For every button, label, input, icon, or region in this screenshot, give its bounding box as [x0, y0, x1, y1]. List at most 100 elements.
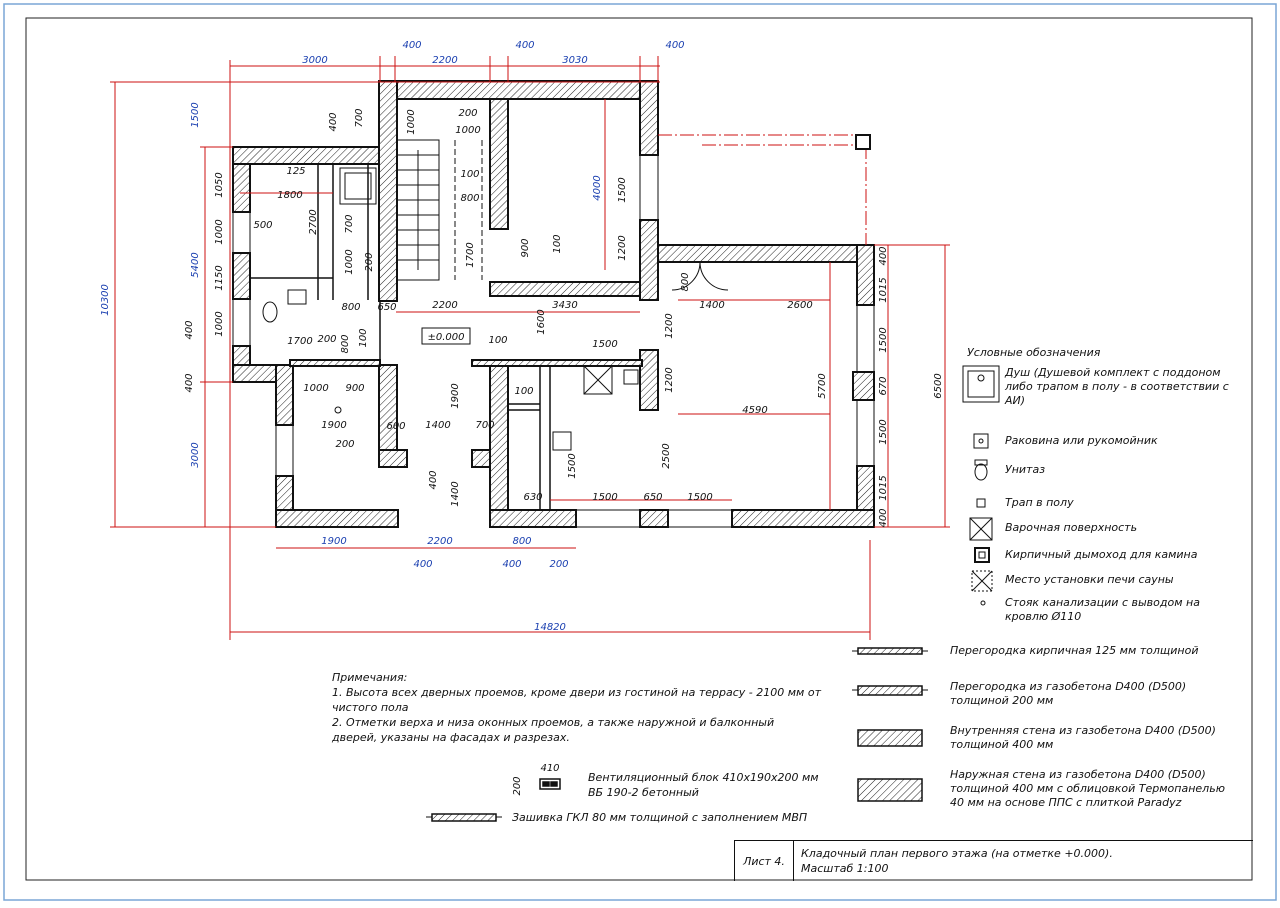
sauna-stove-icon: [971, 570, 993, 592]
sink-icon: [973, 433, 989, 449]
dim-left-2: 3000: [190, 442, 201, 467]
wall-type-internal-400: Внутренняя стена из газобетона D400 (D50…: [950, 724, 1216, 751]
dim-inner-4: 1000: [455, 125, 480, 136]
dim-left-6: 1150: [214, 265, 225, 290]
dim-bottom-6: 14820: [534, 622, 566, 633]
dim-right-4: 1500: [878, 419, 889, 444]
dim-inner-39: 1900: [450, 383, 461, 408]
dim-inner-44: 650: [643, 492, 662, 503]
shower-icon: [962, 365, 1000, 403]
inner-frame: [25, 17, 1253, 881]
note-1: 1. Высота всех дверных проемов, кроме дв…: [332, 686, 821, 714]
dim-inner-34: 1900: [321, 420, 346, 431]
terrace-post: [855, 134, 871, 150]
dim-inner-6: 800: [460, 193, 479, 204]
dim-inner-26: 200: [317, 334, 336, 345]
level-mark: ±0.000: [427, 332, 464, 343]
dim-top-5: 400: [665, 40, 684, 51]
legend-chimney: Кирпичный дымоход для камина: [1005, 548, 1198, 561]
dim-inner-11: 700: [344, 214, 355, 233]
dim-inner-50: 800: [680, 272, 691, 291]
dim-inner-45: 1500: [687, 492, 712, 503]
dim-inner-36: 1400: [425, 420, 450, 431]
dim-right-5: 1015: [878, 475, 889, 500]
dim-inner-23: 3430: [552, 300, 577, 311]
note-2: 2. Отметки верха и низа оконных проемов,…: [332, 716, 775, 744]
dim-inner-52: 1200: [664, 367, 675, 392]
outer-frame: [3, 3, 1277, 901]
wall-type-external-400: Наружная стена из газобетона D400 (D500)…: [950, 768, 1225, 809]
dim-inner-35: 600: [386, 421, 405, 432]
dim-bottom-3: 400: [413, 559, 432, 570]
dim-inner-47: 1500: [567, 453, 578, 478]
dim-inner-38: 200: [335, 439, 354, 450]
terrace-outline: [658, 134, 867, 245]
dim-bottom-0: 1900: [321, 536, 346, 547]
sheet-scale: Масштаб 1:100: [801, 862, 889, 875]
dimension-lines: [110, 56, 950, 640]
wall-swatches: [426, 647, 928, 822]
sheet-title: Кладочный план первого этажа (на отметке…: [801, 847, 1113, 860]
dim-inner-25: 1700: [287, 336, 312, 347]
legend-toilet: Унитаз: [1005, 463, 1046, 476]
dim-top-3: 400: [515, 40, 534, 51]
title-block: Лист 4. Кладочный план первого этажа (на…: [734, 840, 1253, 881]
dim-left-7: 1000: [214, 311, 225, 336]
dim-left-8: 400: [184, 320, 195, 339]
dim-inner-0: 400: [328, 112, 339, 131]
dim-inner-49: 2600: [787, 300, 812, 311]
dim-top-2: 2200: [432, 55, 457, 66]
dim-inner-16: 100: [552, 234, 563, 253]
dim-inner-42: 630: [523, 492, 542, 503]
dim-right-7: 6500: [933, 373, 944, 398]
dim-left-1: 5400: [190, 252, 201, 277]
dim-inner-43: 1500: [592, 492, 617, 503]
legend-title: Условные обозначения: [967, 346, 1101, 359]
dim-top-0: 3000: [302, 55, 327, 66]
legend-shower: Душ (Душевой комплект с поддоном либо тр…: [1005, 366, 1229, 407]
sewer-riser-icon: [980, 600, 986, 606]
plan-fixtures: [262, 167, 639, 451]
dim-inner-41: 1400: [450, 481, 461, 506]
dim-right-2: 1500: [878, 327, 889, 352]
dim-bottom-2: 800: [512, 536, 531, 547]
legend-floor-drain: Трап в полу: [1005, 496, 1074, 509]
notes-title: Примечания:: [332, 671, 408, 684]
dim-left-3: 10300: [100, 284, 111, 316]
floor-drain-icon: [976, 498, 986, 508]
legend-cooktop: Варочная поверхность: [1005, 521, 1138, 534]
dim-top-1: 400: [402, 40, 421, 51]
dim-inner-28: 100: [358, 328, 369, 347]
dim-right-3: 670: [878, 376, 889, 395]
wall-type-brick: Перегородка кирпичная 125 мм толщиной: [950, 644, 1199, 657]
legend-sauna-stove: Место установки печи сауны: [1005, 573, 1174, 586]
dim-inner-15: 900: [520, 238, 531, 257]
dim-inner-20: 800: [341, 302, 360, 313]
dim-inner-7: 125: [286, 166, 305, 177]
terrace-door: [671, 261, 729, 291]
level-mark-box: [421, 327, 471, 345]
notes-block: Примечания: 1. Высота всех дверных проем…: [332, 670, 822, 745]
dim-right-1: 1015: [878, 277, 889, 302]
vent-dim-width: 410: [540, 763, 559, 774]
dim-inner-48: 1400: [699, 300, 724, 311]
dim-inner-24: 1600: [536, 309, 547, 334]
staircase: [396, 139, 483, 281]
window-openings: [232, 155, 875, 528]
dim-inner-37: 700: [475, 420, 494, 431]
dim-inner-27: 800: [340, 334, 351, 353]
dim-inner-18: 1500: [617, 177, 628, 202]
dim-inner-17: 4000: [592, 175, 603, 200]
gkl-text: Зашивка ГКЛ 80 мм толщиной с заполнением…: [512, 811, 808, 824]
legend-sewer-riser: Стояк канализации с выводом на кровлю Ø1…: [1005, 596, 1200, 623]
wall-type-partition-200: Перегородка из газобетона D400 (D500) то…: [950, 680, 1187, 707]
dim-right-0: 400: [878, 246, 889, 265]
dim-inner-54: 5700: [817, 373, 828, 398]
dim-inner-8: 1800: [277, 190, 302, 201]
dim-inner-29: 1000: [303, 383, 328, 394]
legend-sink: Раковина или рукомойник: [1005, 434, 1158, 447]
vent-block-text: Вентиляционный блок 410х190х200 мм ВБ 19…: [588, 771, 819, 799]
dim-inner-14: 1700: [465, 242, 476, 267]
